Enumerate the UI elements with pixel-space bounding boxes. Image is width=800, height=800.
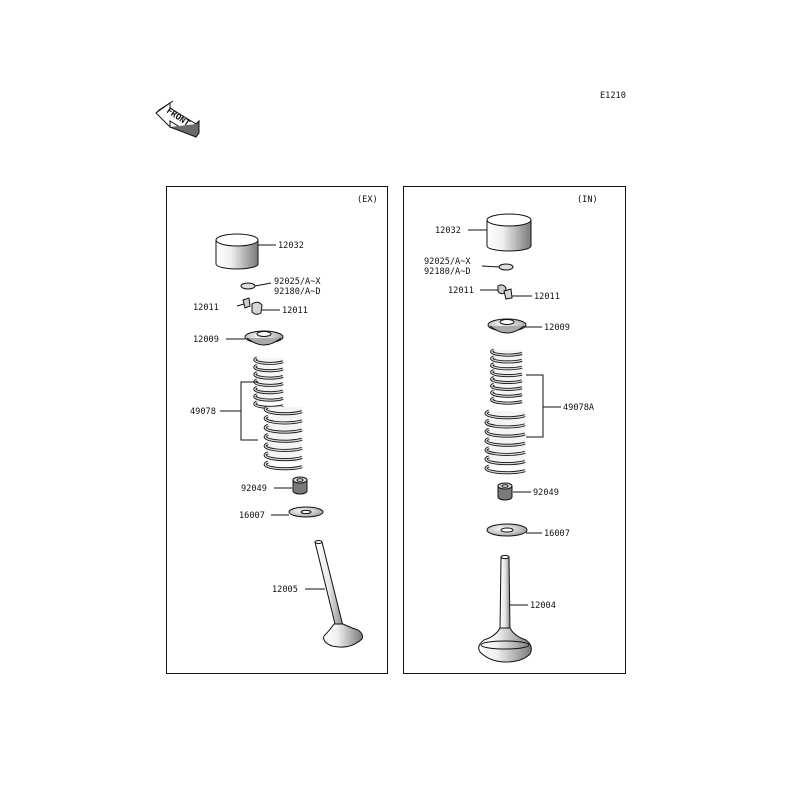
spring-in-inner <box>490 348 523 405</box>
diagram-code: E1210 <box>600 91 626 101</box>
label-in-12009: 12009 <box>544 323 570 333</box>
label-ex-12011-b: 12011 <box>282 306 308 316</box>
label-in-12011-a: 12011 <box>448 286 474 296</box>
label-ex-12011-a: 12011 <box>193 303 219 313</box>
panel-ex-title: (EX) <box>357 195 378 205</box>
label-ex-49078: 49078 <box>190 407 216 417</box>
panel-in-title: (IN) <box>577 195 598 205</box>
label-in-92025: 92025/A~X <box>424 257 471 267</box>
shim-ex <box>240 282 256 290</box>
tappet-ex <box>215 233 259 270</box>
label-in-49078a: 49078A <box>563 403 595 413</box>
valve-in <box>478 554 532 663</box>
label-ex-12009: 12009 <box>193 335 219 345</box>
spring-in-outer <box>484 409 526 475</box>
label-ex-16007: 16007 <box>239 511 265 521</box>
stem-seal-in <box>497 482 513 501</box>
cotter-ex <box>242 297 263 315</box>
label-ex-92049: 92049 <box>241 484 267 494</box>
bracket-in-49078a <box>526 374 544 438</box>
valve-ex <box>314 540 363 648</box>
label-ex-92180: 92180/A~D <box>274 287 321 297</box>
spring-ex-outer <box>263 405 303 471</box>
label-ex-92025: 92025/A~X <box>274 277 321 287</box>
label-in-92049: 92049 <box>533 488 559 498</box>
retainer-ex <box>244 330 284 346</box>
label-ex-12005: 12005 <box>272 585 298 595</box>
panel-ex: (EX) 12032 92025/A~X 92180/A~D 12011 120… <box>166 186 388 674</box>
label-in-12032: 12032 <box>435 226 461 236</box>
label-in-92180: 92180/A~D <box>424 267 471 277</box>
front-arrow-icon: FRONT <box>155 100 200 138</box>
label-in-16007: 16007 <box>544 529 570 539</box>
spring-ex-inner <box>253 356 284 409</box>
label-in-12004: 12004 <box>530 601 556 611</box>
panel-ex-frame <box>166 186 388 674</box>
panel-in-frame <box>403 186 626 674</box>
label-ex-12032: 12032 <box>278 241 304 251</box>
cotter-in <box>497 284 513 300</box>
tappet-in <box>486 213 532 252</box>
stem-seal-ex <box>292 476 308 495</box>
spring-seat-ex <box>288 506 324 518</box>
label-in-12011-b: 12011 <box>534 292 560 302</box>
shim-in <box>498 263 514 271</box>
retainer-in <box>487 318 527 334</box>
panel-in: (IN) 12032 92025/A~X 92180/A~D 12011 120… <box>403 186 626 674</box>
spring-seat-in <box>486 523 528 537</box>
